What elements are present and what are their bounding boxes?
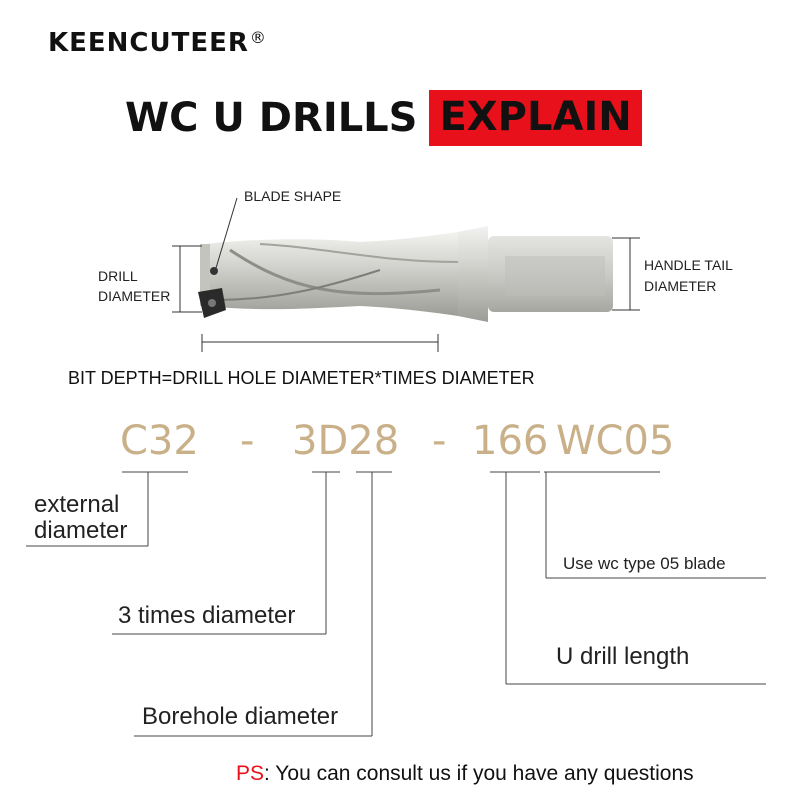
brand-logo: KEENCUTEER® <box>48 28 267 58</box>
code-part-external: C32 <box>120 418 199 464</box>
ps-label: PS <box>236 762 265 785</box>
registered-mark: ® <box>249 28 267 47</box>
handle-tail-label-1: HANDLE TAIL <box>644 257 733 273</box>
code-part-length: 166 <box>472 418 549 464</box>
drill-diameter-label-2: DIAMETER <box>98 288 171 304</box>
drill-flute <box>214 269 381 301</box>
blade-screw <box>208 299 216 307</box>
drill-flute <box>229 248 441 296</box>
code-leader-lines <box>26 471 766 737</box>
ps-text: : You can consult us if you have any que… <box>264 762 694 785</box>
blade-leader-line <box>215 197 238 269</box>
drill-diameter-label-1: DRILL <box>98 268 138 284</box>
drill-tip <box>200 244 210 306</box>
code-part-blade: WC05 <box>556 418 675 464</box>
bit-depth-formula: BIT DEPTH=DRILL HOLE DIAMETER*TIMES DIAM… <box>68 368 535 388</box>
drill-flute <box>259 243 459 263</box>
handle-tail-label-2: DIAMETER <box>644 278 717 294</box>
drill-collar <box>458 226 488 322</box>
code-dash-1: - <box>240 418 255 464</box>
page-title: WC U DRILLS EXPLAIN <box>125 88 642 148</box>
title-highlight: EXPLAIN <box>429 90 642 146</box>
external-diameter-label-1: external <box>34 491 120 518</box>
code-dash-2: - <box>432 418 447 464</box>
drill-body <box>205 232 458 316</box>
external-diameter-label-2: diameter <box>34 517 128 544</box>
contact-note: PS: You can consult us if you have any q… <box>236 762 694 786</box>
blade-shape-label: BLADE SHAPE <box>244 188 342 204</box>
u-drill-length-label: U drill length <box>556 643 690 670</box>
title-main: WC U DRILLS <box>125 95 418 141</box>
shank-flat <box>505 256 605 296</box>
brand-name: KEENCUTEER <box>48 28 249 58</box>
times-diameter-label: 3 times diameter <box>118 602 296 629</box>
code-part-times-bore: 3D28 <box>292 418 400 464</box>
blade-marker <box>210 267 218 275</box>
blade-type-label: Use wc type 05 blade <box>563 554 726 573</box>
borehole-diameter-label: Borehole diameter <box>142 703 339 730</box>
